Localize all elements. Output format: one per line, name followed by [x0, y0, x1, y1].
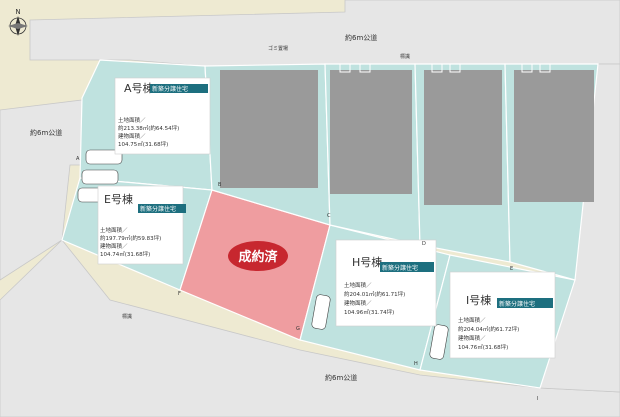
card-a-land-label: 土地面積／ — [118, 116, 146, 124]
card-e-building: 104.74㎡(31.68坪) — [100, 250, 150, 258]
hidden-block-1 — [220, 70, 318, 188]
point-e: E — [510, 266, 513, 272]
card-e-tag: 新築分譲住宅 — [140, 205, 176, 213]
info-cards: A号棟 新築分譲住宅 土地面積／ 約213.38㎡(約64.54坪) 建物面積／… — [97, 77, 556, 359]
point-b: B — [218, 182, 222, 188]
car-icon — [81, 169, 119, 185]
card-h: H号棟 新築分譲住宅 土地面積／ 約204.01㎡(約61.71坪) 建物面積／… — [335, 239, 437, 327]
road-label-north: 約6m公道 — [345, 33, 377, 42]
garbage-label: ゴミ置場 — [268, 45, 288, 52]
card-h-title: H号棟 — [352, 255, 382, 269]
card-e-building-label: 建物面積／ — [100, 242, 128, 250]
parking-slot — [431, 63, 443, 73]
card-a-building-label: 建物面積／ — [118, 132, 146, 140]
hidden-block-4 — [514, 70, 594, 202]
sign-label-west: 標識 — [122, 313, 132, 320]
compass: N — [8, 8, 28, 36]
card-i: I号棟 新築分譲住宅 土地面積／ 約204.04㎡(約61.72坪) 建物面積／… — [449, 271, 556, 359]
card-e-title: E号棟 — [104, 192, 133, 206]
point-h: H — [414, 361, 418, 367]
card-i-tag: 新築分譲住宅 — [499, 300, 535, 308]
road-label-south: 約6m公道 — [325, 373, 357, 382]
car-icon — [429, 324, 449, 360]
card-i-land: 約204.04㎡(約61.72坪) — [458, 325, 519, 333]
road-label-west: 約6m公道 — [30, 128, 62, 137]
card-h-land-label: 土地面積／ — [344, 281, 372, 289]
card-a: A号棟 新築分譲住宅 土地面積／ 約213.38㎡(約64.54坪) 建物面積／… — [114, 77, 211, 155]
parking-slot — [449, 63, 461, 73]
point-c: C — [327, 213, 331, 219]
card-e-land-label: 土地面積／ — [100, 226, 128, 234]
parking-slot — [521, 63, 533, 73]
parking-slot — [539, 63, 551, 73]
card-e-land: 約197.79㎡(約59.83坪) — [100, 234, 161, 242]
hidden-block-2 — [330, 70, 412, 194]
card-h-building-label: 建物面積／ — [344, 299, 372, 307]
parking-slot — [359, 63, 371, 73]
sign-label-north: 標識 — [400, 53, 410, 60]
point-markers: A B C D E F G H I — [76, 156, 538, 402]
hidden-block-3 — [424, 70, 502, 205]
point-d: D — [422, 241, 426, 247]
point-f: F — [178, 291, 181, 297]
card-h-land: 約204.01㎡(約61.71坪) — [344, 290, 405, 298]
north-road — [29, 0, 620, 67]
card-a-land: 約213.38㎡(約64.54坪) — [118, 124, 179, 132]
car-icon — [85, 149, 123, 165]
compass-n-label: N — [15, 8, 20, 16]
parking-slot — [339, 63, 351, 73]
point-a: A — [76, 156, 80, 162]
card-i-building-label: 建物面積／ — [458, 334, 486, 342]
sold-badge: 成約済 — [228, 241, 288, 271]
sold-ellipse — [228, 241, 288, 271]
point-i: I — [537, 396, 538, 402]
sold-label: 成約済 — [238, 249, 278, 265]
point-g: G — [296, 326, 300, 332]
parking-north — [339, 63, 551, 73]
card-h-building: 104.96㎡(31.74坪) — [344, 308, 394, 316]
hidden-blocks — [220, 70, 594, 205]
card-a-title: A号棟 — [124, 81, 154, 95]
compass-cross-icon — [8, 23, 28, 29]
car-icon — [311, 294, 331, 330]
card-i-title: I号棟 — [466, 293, 491, 307]
card-a-building: 104.75㎡(31.68坪) — [118, 140, 168, 148]
card-h-tag: 新築分譲住宅 — [382, 264, 418, 272]
card-i-land-label: 土地面積／ — [458, 316, 486, 324]
card-a-tag: 新築分譲住宅 — [152, 85, 188, 93]
card-i-building: 104.76㎡(31.68坪) — [458, 343, 508, 351]
card-e: E号棟 新築分譲住宅 土地面積／ 約197.79㎡(約59.83坪) 建物面積／… — [97, 185, 186, 265]
